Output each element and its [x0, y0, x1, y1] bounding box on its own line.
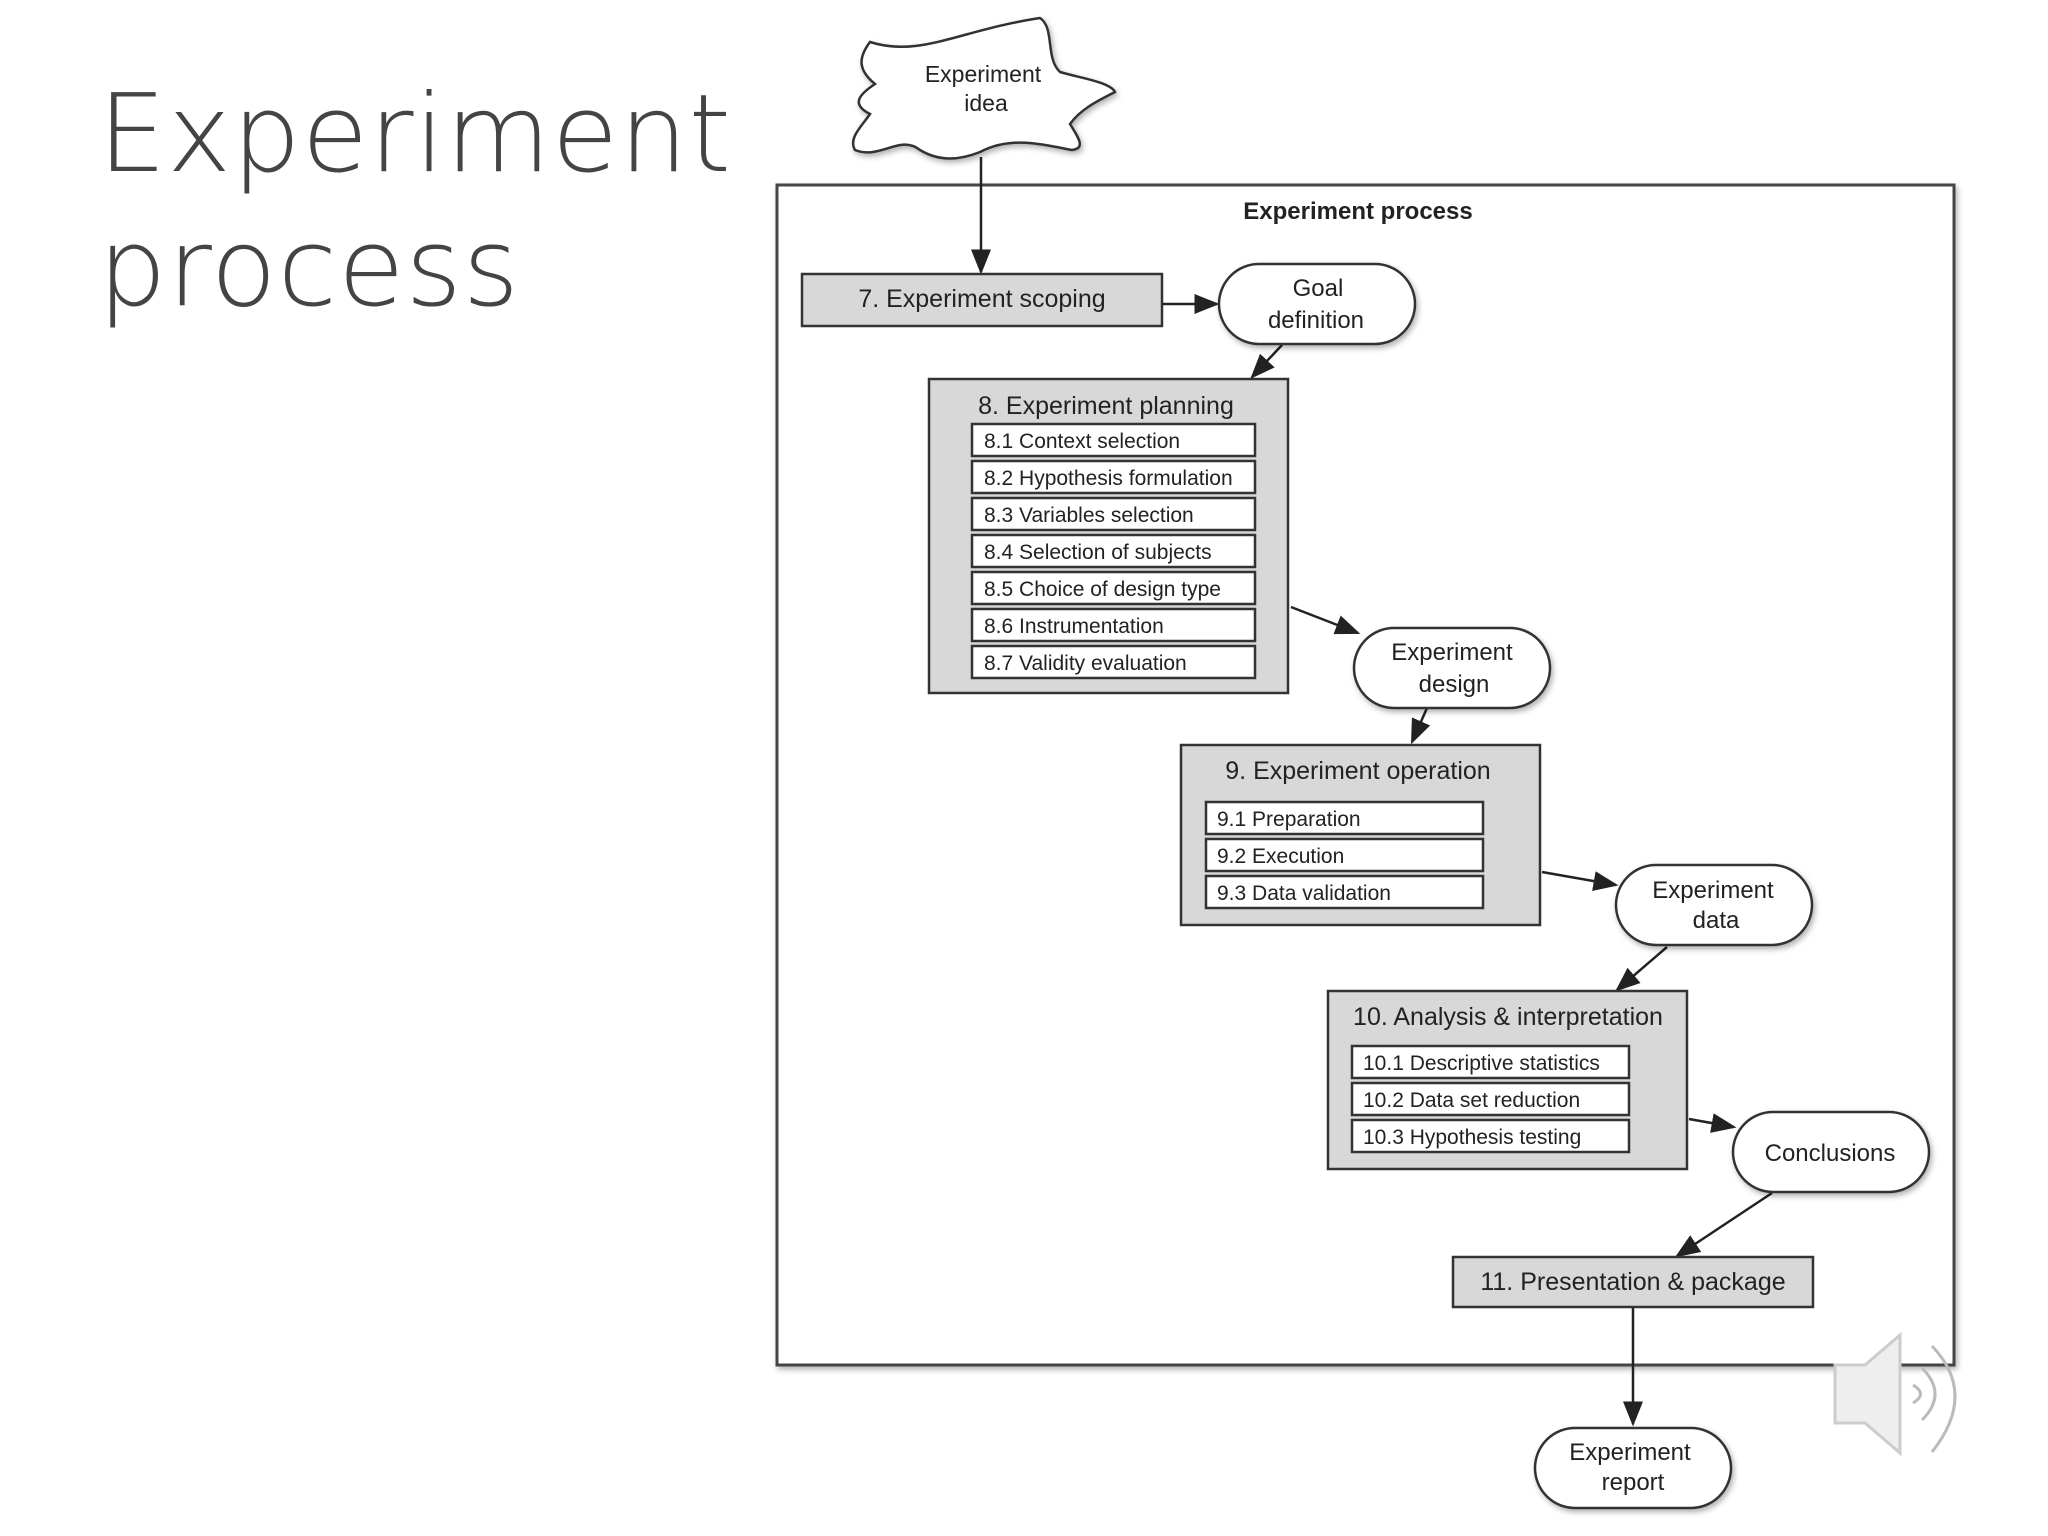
step-11-box [1451, 1255, 1815, 1309]
step-8-subtasks: 8.1 Context selection 8.2 Hypothesis for… [970, 422, 1257, 680]
experiment-data-node [1614, 863, 1814, 947]
experiment-report-node [1533, 1426, 1733, 1510]
idea-label-line-2: idea [964, 90, 1008, 116]
arrow-design-to-operation [1410, 707, 1431, 745]
slide-title-line-2: process [98, 206, 521, 331]
subtask-9-3: 9.3 Data validation [1217, 882, 1391, 905]
step-7-box [800, 272, 1164, 328]
subtask-8-4-box [970, 533, 1257, 569]
arrow-conclusions-to-presentation [1674, 1191, 1773, 1258]
design-label-line-1: Experiment [1391, 639, 1513, 666]
subtask-10-3: 10.3 Hypothesis testing [1363, 1126, 1581, 1149]
subtask-8-3: 8.3 Variables selection [984, 504, 1194, 527]
subtask-8-2-box [970, 459, 1257, 495]
subtask-9-1: 9.1 Preparation [1217, 808, 1361, 831]
conclusions-label: Conclusions [1765, 1140, 1896, 1167]
arrow-goal-to-planning [1250, 344, 1283, 379]
subtask-9-2-box [1204, 837, 1485, 873]
experiment-idea-cloud [852, 16, 1117, 160]
step-9-title: 9. Experiment operation [1225, 757, 1490, 785]
subtask-9-1-box [1204, 800, 1485, 836]
goal-label-line-1: Goal [1293, 275, 1344, 302]
report-label-line-2: report [1602, 1469, 1665, 1496]
subtask-8-1-box [970, 422, 1257, 458]
subtask-8-4: 8.4 Selection of subjects [984, 541, 1212, 564]
subtask-9-3-box [1204, 874, 1485, 910]
experiment-design-node [1352, 626, 1552, 710]
subtask-8-6: 8.6 Instrumentation [984, 615, 1164, 638]
slide-title: Experiment process [98, 68, 732, 336]
conclusions-node [1731, 1110, 1931, 1194]
goal-label-line-2: definition [1268, 307, 1364, 334]
subtask-10-1: 10.1 Descriptive statistics [1363, 1052, 1600, 1075]
idea-label-line-1: Experiment [925, 61, 1042, 87]
report-label-line-1: Experiment [1569, 1439, 1691, 1466]
slide-title-line-1: Experiment [98, 72, 733, 197]
subtask-8-5: 8.5 Choice of design type [984, 578, 1221, 601]
arrow-planning-to-design [1290, 605, 1361, 635]
step-11-label: 11. Presentation & package [1480, 1268, 1785, 1296]
step-10-subtasks: 10.1 Descriptive statistics 10.2 Data se… [1350, 1044, 1631, 1154]
step-8-title: 8. Experiment planning [978, 392, 1234, 420]
subtask-8-7-box [970, 644, 1257, 680]
arrow-analysis-to-conclusions [1688, 1113, 1737, 1133]
design-label-line-2: design [1419, 671, 1490, 698]
subtask-8-1: 8.1 Context selection [984, 430, 1180, 453]
data-label-line-2: data [1693, 907, 1740, 934]
subtask-9-2: 9.2 Execution [1217, 845, 1344, 868]
data-label-line-1: Experiment [1652, 877, 1774, 904]
arrow-operation-to-data [1541, 870, 1619, 891]
step-7-label: 7. Experiment scoping [858, 285, 1105, 313]
subtask-8-6-box [970, 607, 1257, 643]
frame-title: Experiment process [1243, 198, 1472, 225]
subtask-8-3-box [970, 496, 1257, 532]
subtask-8-2: 8.2 Hypothesis formulation [984, 467, 1233, 490]
goal-definition-node [1217, 262, 1417, 346]
speaker-icon[interactable] [1833, 1331, 1957, 1457]
subtask-10-3-box [1350, 1118, 1631, 1154]
subtask-10-2: 10.2 Data set reduction [1363, 1089, 1580, 1112]
arrow-data-to-analysis [1615, 946, 1668, 992]
subtask-10-2-box [1350, 1081, 1631, 1117]
subtask-8-7: 8.7 Validity evaluation [984, 652, 1187, 675]
step-10-title: 10. Analysis & interpretation [1353, 1003, 1663, 1031]
subtask-8-5-box [970, 570, 1257, 606]
step-9-subtasks: 9.1 Preparation 9.2 Execution 9.3 Data v… [1204, 800, 1485, 910]
subtask-10-1-box [1350, 1044, 1631, 1080]
